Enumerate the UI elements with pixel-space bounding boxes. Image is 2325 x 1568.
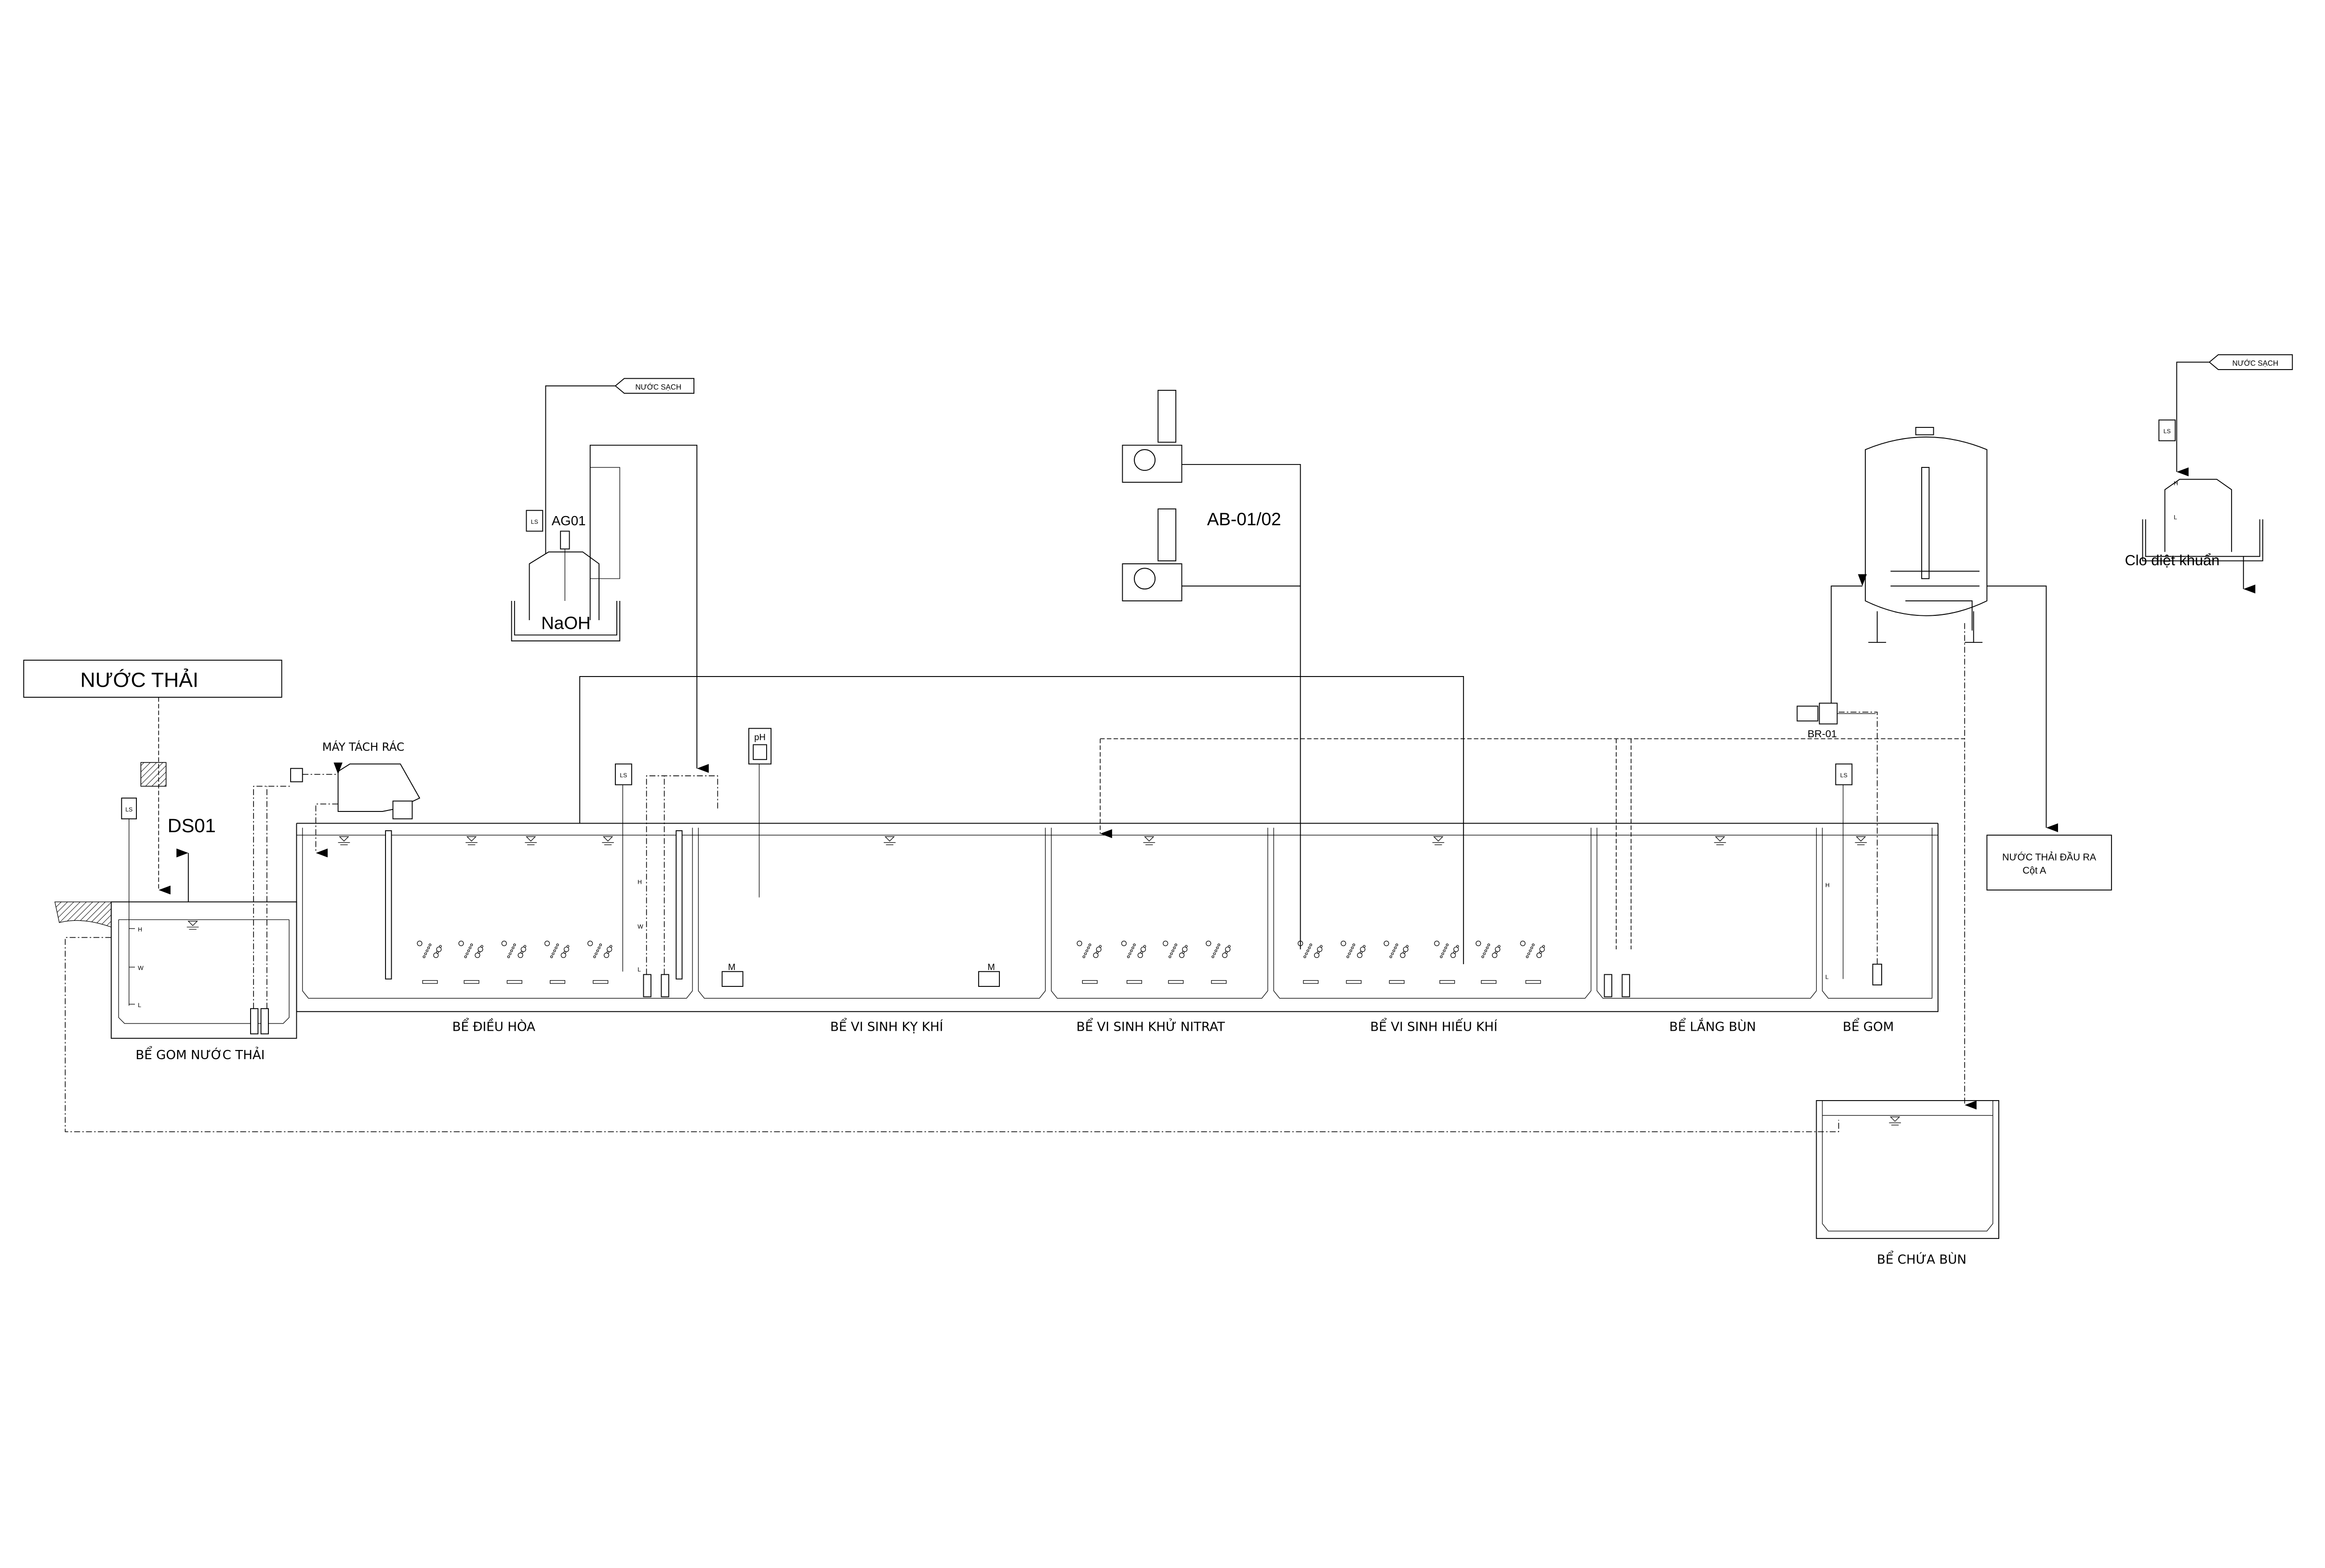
pump-icon [260, 1008, 269, 1035]
diffuser-bubbles-icon [1298, 941, 1323, 984]
ph-meter: pH [748, 728, 772, 898]
diffuser-bubbles-icon [1121, 941, 1146, 984]
svg-text:H: H [2174, 480, 2178, 487]
svg-text:LS: LS [531, 518, 538, 525]
water-level-icon [883, 836, 896, 845]
diffuser-bubbles-icon [1475, 941, 1501, 984]
diffuser-bubbles-icon [544, 941, 570, 984]
tank-label-aerobic: BỂ VI SINH HIẾU KHÍ [1370, 1017, 1497, 1034]
pump-icon [661, 974, 669, 997]
level-switch-equalization: LS H W L [615, 763, 643, 973]
inlet-title: NƯỚC THẢI [80, 668, 199, 691]
water-level-marks [186, 836, 1901, 1126]
water-level-icon [1143, 836, 1156, 845]
diffuser-bubbles-icon [417, 941, 442, 984]
diffuser-bubbles-icon [458, 941, 483, 984]
level-w: W [138, 965, 144, 971]
clean-water-tag-2 [2208, 354, 2293, 370]
svg-text:pH: pH [754, 732, 766, 742]
pipe-riser [676, 830, 683, 980]
diffuser-bubbles-icon [1206, 941, 1231, 984]
main-tank-block: BỂ ĐIỀU HÒA BỂ VI SINH KỴ KHÍ BỂ VI SINH… [296, 823, 1939, 1034]
water-level-icon [186, 921, 199, 930]
agitator-label: AG01 [552, 513, 586, 528]
inlet-box: NƯỚC THẢI [23, 660, 282, 698]
tank-label-anaerobic: BỂ VI SINH KỴ KHÍ [830, 1017, 943, 1034]
pump-icon [250, 1008, 259, 1035]
pump-icon [1872, 963, 1882, 985]
level-h: H [138, 926, 142, 933]
naoh-label: NaOH [541, 613, 591, 633]
sludge-tank: BỂ CHỨA BÙN [1816, 1100, 1999, 1267]
svg-text:W: W [638, 923, 643, 930]
chlorine-label: Clo diệt khuẩn [2125, 552, 2220, 569]
tank-label-anoxic: BỂ VI SINH KHỬ NITRAT [1076, 1017, 1225, 1034]
blower-label: AB-01/02 [1207, 509, 1281, 529]
svg-text:LS: LS [2164, 428, 2171, 435]
mixer-motor: M M [721, 962, 1000, 987]
tank-label-settling: BỂ LẮNG BÙN [1669, 1017, 1756, 1034]
water-level-icon [1714, 836, 1726, 845]
svg-text:H: H [638, 879, 642, 886]
clean-water-tag [614, 378, 695, 394]
svg-text:M: M [728, 962, 735, 972]
level-switch-sump: LS H L [1825, 763, 1853, 981]
pump-icon [643, 974, 651, 997]
tank-label-equalization: BỂ ĐIỀU HÒA [452, 1017, 535, 1034]
water-level-icon [525, 836, 537, 845]
diffuser-bubbles-icon [1341, 941, 1366, 984]
diffuser-bubbles-icon [1520, 941, 1545, 984]
water-level-icon [602, 836, 614, 845]
pipe-riser [385, 830, 392, 980]
bar-screen-icon [140, 762, 167, 787]
level-l: L [138, 1002, 141, 1009]
ds01-label: DS01 [168, 815, 216, 837]
ls-label: LS [125, 806, 133, 813]
svg-text:L: L [2174, 514, 2177, 521]
diffuser-bubbles-icon [501, 941, 527, 984]
pump-icon [1621, 974, 1630, 997]
svg-text:L: L [1825, 974, 1829, 981]
screen-machine-label: MÁY TÁCH RÁC [322, 740, 404, 754]
svg-text:L: L [638, 966, 641, 973]
pump-icon [1604, 974, 1612, 997]
ground-hatch [54, 902, 112, 928]
tank-label-collection: BỂ GOM NƯỚC THẢI [135, 1046, 265, 1063]
air-blowers: AB-01/02 [1100, 390, 1965, 950]
water-level-icon [465, 836, 478, 845]
svg-text:NƯỚC THẢI ĐẦU RA: NƯỚC THẢI ĐẦU RA [2002, 851, 2097, 863]
level-switch-collection: LS H W L [121, 797, 144, 1009]
naoh-dosing-unit: NƯỚC SẠCH LS AG01 NaOH [511, 378, 709, 773]
svg-text:LS: LS [1840, 772, 1847, 779]
water-level-icon [1855, 836, 1867, 845]
svg-text:NƯỚC SẠCH: NƯỚC SẠCH [2232, 359, 2279, 368]
svg-text:LS: LS [620, 772, 627, 779]
water-level-icon [338, 836, 350, 845]
svg-text:H: H [1825, 882, 1830, 889]
diffuser-bubbles-icon [1434, 941, 1459, 984]
diffuser-bubbles-icon [1076, 941, 1102, 984]
tank-label-sump: BỂ GOM [1843, 1017, 1894, 1034]
svg-text:NƯỚC SẠCH: NƯỚC SẠCH [636, 383, 682, 391]
recirculation-line [579, 676, 1464, 964]
diffuser-bubbles-icon [1383, 941, 1409, 984]
tank-label-sludge: BỂ CHỨA BÙN [1877, 1250, 1966, 1267]
water-level-icon [1889, 1116, 1901, 1126]
collection-tank: BỂ GOM NƯỚC THẢI [54, 901, 297, 1063]
svg-text:M: M [987, 962, 995, 972]
outlet-box: NƯỚC THẢI ĐẦU RA Cột A [1986, 835, 2112, 890]
svg-text:Cột A: Cột A [2022, 865, 2046, 876]
pressure-filter [1831, 427, 2059, 1110]
air-diffusers [417, 941, 1545, 984]
screen-machine: MÁY TÁCH RÁC [290, 740, 421, 858]
diffuser-bubbles-icon [587, 941, 612, 984]
chlorine-dosing-unit: NƯỚC SẠCH LS H L Clo diệt khuẩn [2125, 354, 2293, 594]
water-level-icon [1432, 836, 1445, 845]
diffuser-bubbles-icon [1163, 941, 1188, 984]
br01-label: BR-01 [1807, 728, 1837, 740]
filter-pump: BR-01 [1796, 703, 1876, 740]
sludge-return-line [65, 937, 1839, 1132]
